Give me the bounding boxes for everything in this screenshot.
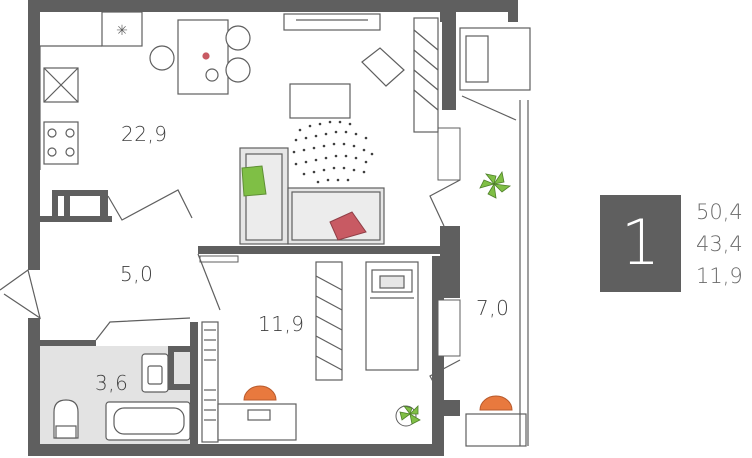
area-summary: 50,4 43,4 11,9: [696, 196, 743, 292]
bedroom-chair: [243, 385, 277, 401]
kitchen-furniture: ✳: [39, 11, 251, 170]
green-cushion: [241, 165, 267, 197]
hallway-doors: [0, 189, 221, 341]
red-cushion: [329, 211, 367, 241]
bedroom-furniture: [201, 261, 419, 443]
living-furniture: [239, 13, 439, 245]
rooms-count-badge: 1: [600, 195, 681, 292]
living-area: 43,4: [696, 232, 743, 256]
bathroom-fixtures: [53, 353, 191, 441]
room-area-bathroom: 3,6: [95, 371, 129, 395]
room-area-living-kitchen: 22,9: [121, 122, 168, 146]
walls: [28, 0, 518, 456]
plant-icon: [399, 405, 421, 425]
plant-icon: [479, 170, 512, 199]
room-area-hallway: 5,0: [120, 262, 154, 286]
windows: [199, 127, 461, 357]
loggia-area: 11,9: [696, 264, 743, 288]
rooms-count: 1: [620, 206, 661, 279]
rug-dots: [292, 120, 374, 184]
total-area: 50,4: [696, 200, 743, 224]
room-area-loggia: 7,0: [476, 296, 510, 320]
loggia-chair: [479, 395, 513, 411]
svg-text:✳: ✳: [116, 23, 128, 39]
room-area-bedroom: 11,9: [258, 312, 305, 336]
loggia: [429, 27, 531, 447]
